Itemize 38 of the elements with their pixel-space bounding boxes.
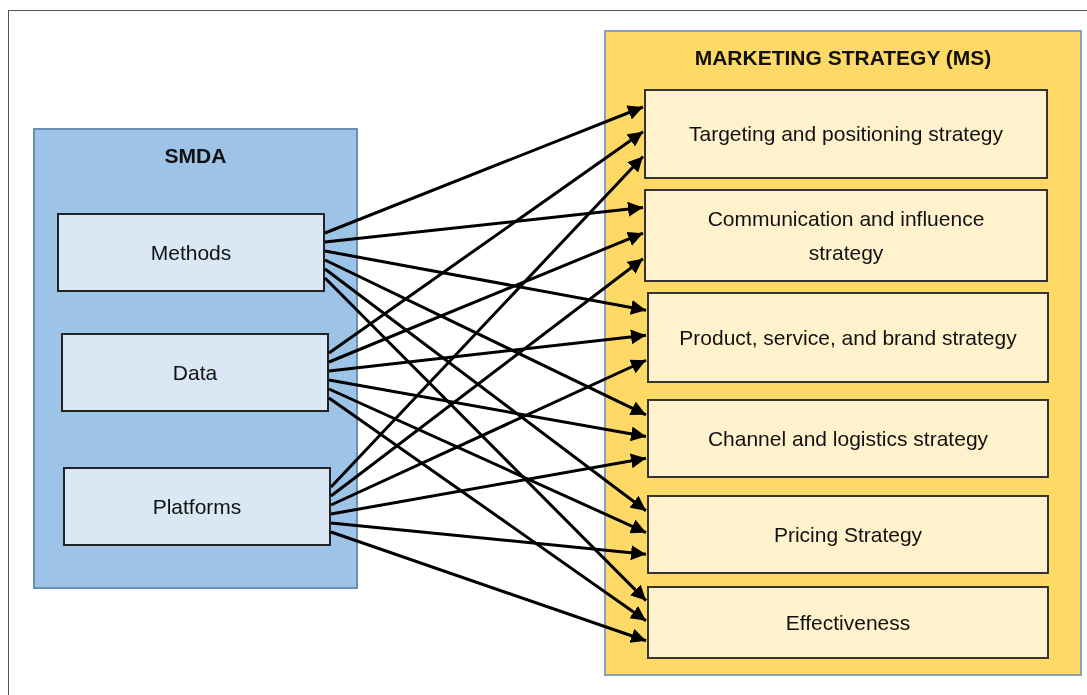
box-label: Methods (149, 239, 233, 266)
group-panel (33, 128, 358, 589)
strategy-box (63, 467, 331, 546)
box-label: Platforms (151, 493, 243, 520)
box-label: Effectiveness (784, 609, 912, 636)
box-label: Communication and influence strategy (706, 205, 986, 266)
panel-title: MARKETING STRATEGY (MS) (694, 46, 992, 70)
strategy-box (644, 189, 1048, 282)
arrow (323, 276, 648, 602)
arrow (328, 396, 647, 622)
arrow (328, 329, 647, 373)
arrow (328, 130, 644, 355)
group-panel (604, 30, 1082, 676)
arrow (328, 378, 647, 442)
panel-title: SMDA (164, 144, 227, 168)
strategy-box (61, 333, 329, 412)
box-label: Targeting and positioning strategy (687, 121, 1004, 147)
strategy-box (647, 399, 1049, 478)
arrow (330, 453, 647, 516)
arrow (329, 155, 645, 489)
strategy-box (647, 292, 1049, 383)
arrow (328, 387, 647, 534)
arrow (330, 521, 647, 561)
arrow (328, 231, 644, 364)
box-label: Data (171, 359, 219, 386)
arrow (324, 201, 644, 244)
strategy-box (647, 586, 1049, 659)
arrow (324, 105, 644, 235)
box-label: Channel and logistics strategy (706, 425, 990, 452)
strategy-box (644, 89, 1048, 179)
arrow (324, 249, 647, 315)
arrow (324, 258, 647, 417)
arrow (330, 530, 647, 643)
strategy-box (647, 495, 1049, 574)
strategy-box (57, 213, 325, 292)
arrow (330, 358, 647, 507)
box-label: Pricing Strategy (772, 521, 924, 548)
box-label: Product, service, and brand strategy (678, 324, 1018, 351)
